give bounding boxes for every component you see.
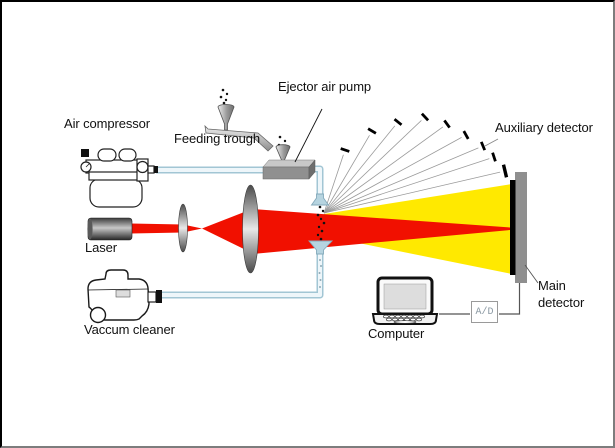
vacuum-wheel [89, 306, 107, 324]
vacuum-cleaner-figure [87, 269, 162, 324]
ejector-air-pump-figure [262, 144, 316, 180]
label-main-detector: Main detector [538, 278, 585, 310]
signal-wires [439, 283, 521, 315]
main-detector-pointer-line [524, 264, 539, 284]
label-computer: Computer [368, 326, 425, 341]
main-detector-figure [510, 172, 527, 283]
laser-figure [87, 217, 133, 241]
computer-figure [371, 276, 439, 325]
ad-converter-label: A/D [475, 306, 494, 318]
aux-detector-element [340, 147, 350, 153]
particles-above-hopper [219, 88, 229, 105]
aux-detector-element [480, 141, 486, 151]
keyboard-keys [383, 314, 425, 324]
scatter-ray [323, 125, 396, 214]
air-compressor-figure [80, 148, 158, 208]
particle-stream [316, 205, 326, 244]
hopper-funnel [217, 104, 235, 131]
chute [204, 124, 274, 152]
aux-detector-element [420, 112, 430, 122]
aux-detector-element [367, 127, 377, 135]
scatter-ray [323, 147, 479, 214]
particles-in-tube [318, 259, 322, 288]
label-vacuum-cleaner: Vaccum cleaner [84, 322, 175, 337]
scatter-ray [323, 137, 462, 214]
ejector-pointer-line [294, 108, 323, 163]
aux-detector-element [501, 164, 509, 178]
label-ejector-air-pump: Ejector air pump [278, 79, 372, 94]
aux-detector-pointer-line [484, 138, 499, 147]
ad-converter-box: A/D [471, 301, 498, 323]
ejector-nozzle [310, 193, 330, 206]
aux-detector-element [393, 118, 403, 126]
lens-large [242, 184, 259, 274]
label-laser: Laser [85, 240, 118, 255]
lens-small [178, 203, 188, 253]
label-feeding-trough: Feeding trough [174, 131, 261, 146]
scatter-ray [323, 126, 444, 214]
scatter-ray [323, 171, 501, 214]
scatter-ray [323, 120, 422, 214]
label-air-compressor: Air compressor [64, 116, 151, 131]
scatter-ray [323, 135, 370, 214]
wire-detector-to-ad [499, 283, 521, 315]
aux-detector-element [462, 130, 470, 140]
scatter-ray [323, 158, 490, 214]
catcher-funnel [308, 240, 334, 255]
feeding-trough-figure [204, 88, 287, 155]
aux-detector-element [491, 152, 497, 162]
suction-tube-to-vacuum [162, 252, 324, 299]
label-auxiliary-detector: Auxiliary detector [495, 120, 593, 135]
aux-detector-element [443, 119, 451, 129]
